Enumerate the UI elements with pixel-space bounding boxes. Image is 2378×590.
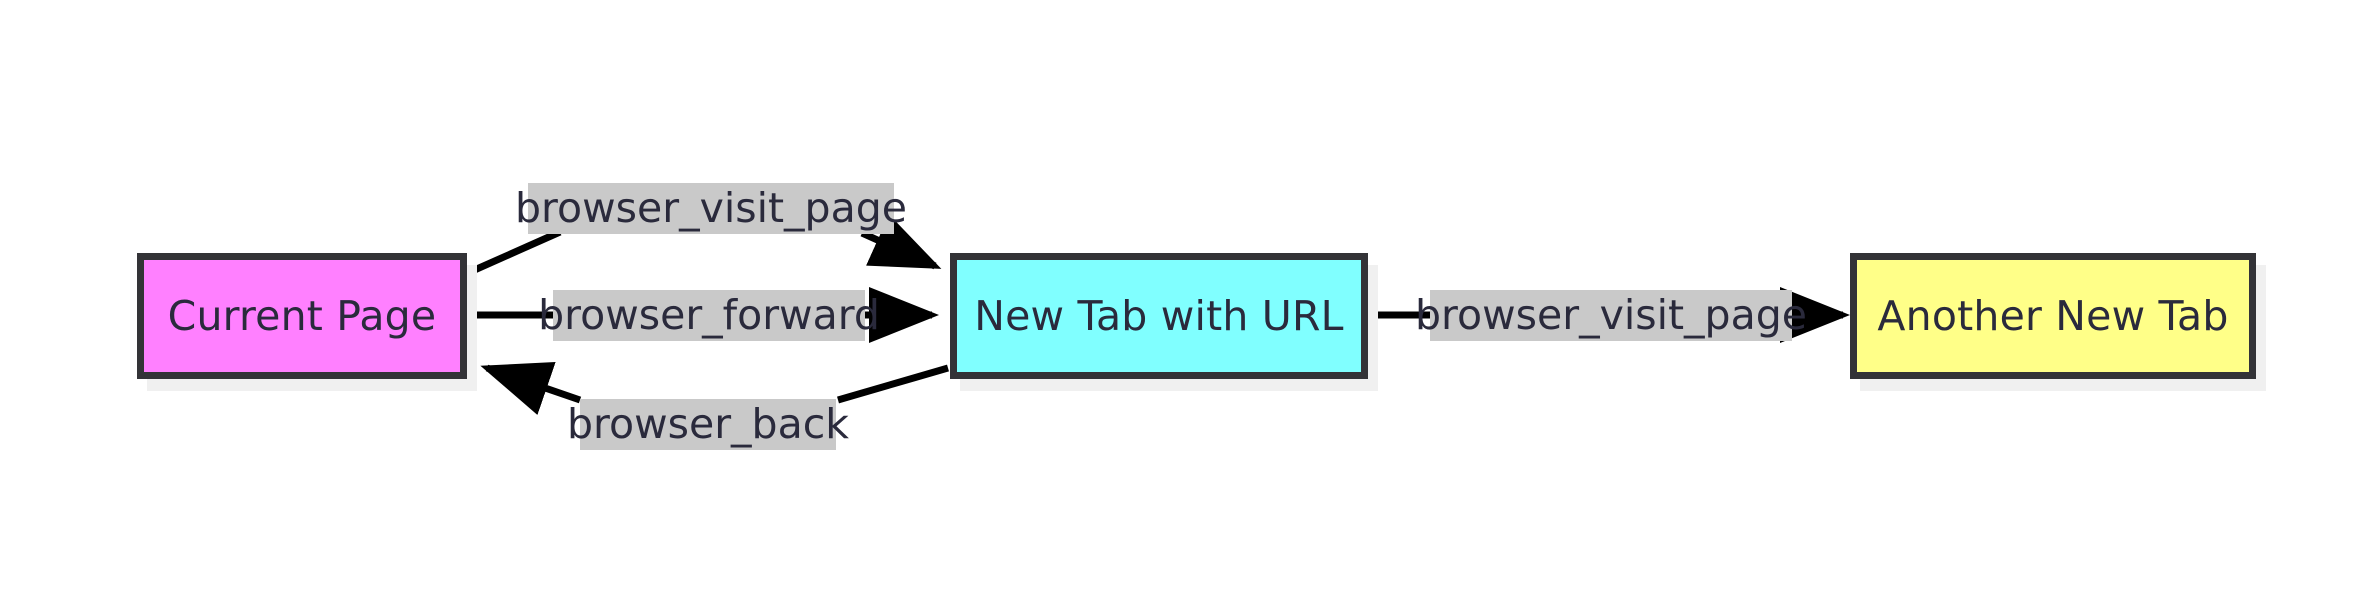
edge-browser-back [480,362,949,415]
edge-label-browser-back: browser_back [567,399,849,450]
edge-label-browser-visit-page-right: browser_visit_page [1415,290,1807,341]
node-another-new-tab[interactable]: Another New Tab [1850,253,2256,379]
node-current-page-label: Current Page [167,291,437,340]
node-another-new-tab-label: Another New Tab [1877,291,2229,340]
edge-label-text-forward: browser_forward [538,291,880,339]
edge-label-text-visit-page-top: browser_visit_page [515,184,907,232]
edge-label-text-back: browser_back [567,400,849,448]
edge-browser-visit-page-top [468,214,942,276]
edge-label-browser-forward: browser_forward [538,290,880,341]
edge-label-text-visit-page-right: browser_visit_page [1415,291,1807,339]
edge-label-browser-visit-page-top: browser_visit_page [515,183,907,234]
node-new-tab-with-url-label: New Tab with URL [974,291,1344,340]
node-current-page[interactable]: Current Page [137,253,467,379]
node-new-tab-with-url[interactable]: New Tab with URL [950,253,1368,379]
